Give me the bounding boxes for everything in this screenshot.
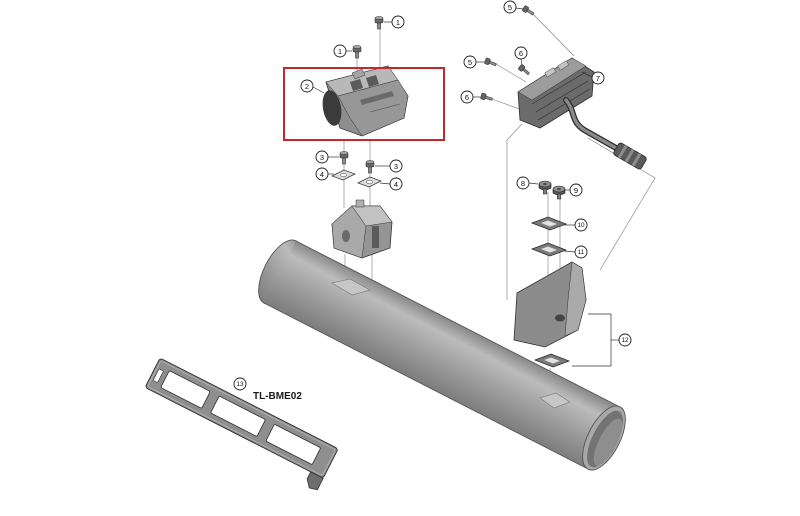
callout-number: 5: [468, 58, 472, 67]
screw: [352, 45, 362, 59]
callout-number: 3: [320, 153, 324, 162]
screw: [374, 16, 384, 30]
display-unit: [517, 57, 647, 170]
callout-12: 12: [611, 333, 632, 347]
housing-part: [322, 65, 409, 137]
callout-6: 6: [514, 46, 528, 66]
guide-line: [531, 12, 575, 57]
unit-detail: [535, 80, 589, 113]
callout-10: 10: [564, 218, 588, 232]
housing-slot: [350, 79, 363, 91]
callout-6: 6: [460, 90, 480, 104]
tool-frame-edge: [148, 361, 336, 476]
cover-side-face: [564, 261, 587, 337]
callout-2: 2: [300, 79, 325, 94]
callout-5: 5: [463, 55, 484, 69]
callout-number: 6: [465, 93, 469, 102]
washer: [331, 169, 356, 181]
callout-1: 1: [333, 44, 352, 58]
unit-detail: [537, 88, 591, 121]
assembly-guide-lines: [343, 12, 656, 400]
unit-cable: [563, 97, 619, 151]
cover-hole: [555, 314, 565, 322]
tube-body: [264, 241, 620, 469]
callout-3: 3: [315, 150, 339, 164]
screw: [339, 151, 349, 165]
washer: [533, 353, 571, 368]
guide-line: [491, 98, 523, 111]
callout-number: 13: [236, 381, 244, 388]
callout-5: 5: [503, 0, 524, 14]
housing-front-opening: [322, 90, 342, 126]
bracket-tab: [355, 199, 365, 208]
callout-9: 9: [565, 183, 583, 197]
screw: [479, 92, 494, 103]
screw: [517, 63, 531, 77]
washer: [357, 176, 382, 188]
callout-number: 1: [396, 18, 400, 27]
tool-end-notch: [153, 368, 164, 383]
tool-model-label: TL-BME02: [253, 391, 302, 402]
unit-cable-highlight: [564, 98, 618, 150]
tool-opening: [160, 370, 211, 409]
screw: [552, 185, 566, 200]
callout-number: 3: [394, 162, 398, 171]
callout-8: 8: [516, 176, 539, 190]
washer: [530, 242, 568, 257]
tube-bottom-edge: [263, 302, 589, 470]
guide-line: [506, 123, 523, 300]
tube-inner-wall: [593, 418, 623, 466]
callout-number: 8: [521, 179, 525, 188]
callout-13: 13: [233, 377, 247, 391]
callout-7: 7: [581, 71, 605, 85]
housing-slot: [366, 75, 379, 87]
bracket: [331, 199, 393, 259]
callout-number: 1: [338, 47, 342, 56]
housing-tab: [351, 68, 366, 80]
cover: [513, 261, 587, 348]
tool-plate: [145, 358, 338, 491]
unit-button: [544, 67, 557, 78]
bracket-hole: [342, 230, 350, 242]
tube: [258, 239, 626, 471]
callout-number: 12: [621, 337, 629, 344]
callout-4: 4: [379, 177, 403, 191]
unit-button: [557, 60, 570, 71]
callout-1: 1: [384, 15, 405, 29]
guide-line: [587, 137, 656, 271]
callout-number: 7: [596, 74, 600, 83]
callout-number: 11: [578, 249, 585, 256]
guide-line: [495, 63, 527, 83]
screw: [521, 5, 536, 17]
callout-number: 10: [577, 222, 585, 229]
callout-number: 4: [320, 170, 324, 179]
tube-mount-pad: [539, 392, 571, 409]
bracket-left-face: [331, 205, 367, 259]
washer: [530, 216, 568, 231]
cable-connector: [613, 142, 647, 170]
callout-number: 6: [519, 49, 523, 58]
tube-top-edge: [295, 240, 621, 408]
housing-slot: [360, 91, 394, 105]
housing-edge: [369, 103, 401, 113]
bracket-top-face: [351, 205, 393, 227]
screw: [365, 160, 375, 174]
callout-11: 11: [563, 245, 588, 259]
tool-opening: [210, 396, 266, 437]
callout-number: 4: [394, 180, 398, 189]
callout-number: 2: [305, 82, 309, 91]
unit-detail: [531, 71, 587, 105]
screw: [483, 57, 498, 68]
callout-number: 5: [508, 3, 512, 12]
bracket-slot: [372, 226, 379, 248]
callout-number: 9: [574, 186, 578, 195]
tube-mount-pad: [331, 278, 371, 296]
tool-opening: [265, 424, 321, 465]
tool-hook: [306, 471, 324, 491]
callout-4: 4: [315, 167, 334, 181]
callout-3: 3: [375, 159, 403, 173]
highlight-box: [283, 67, 445, 141]
screw: [538, 180, 552, 195]
